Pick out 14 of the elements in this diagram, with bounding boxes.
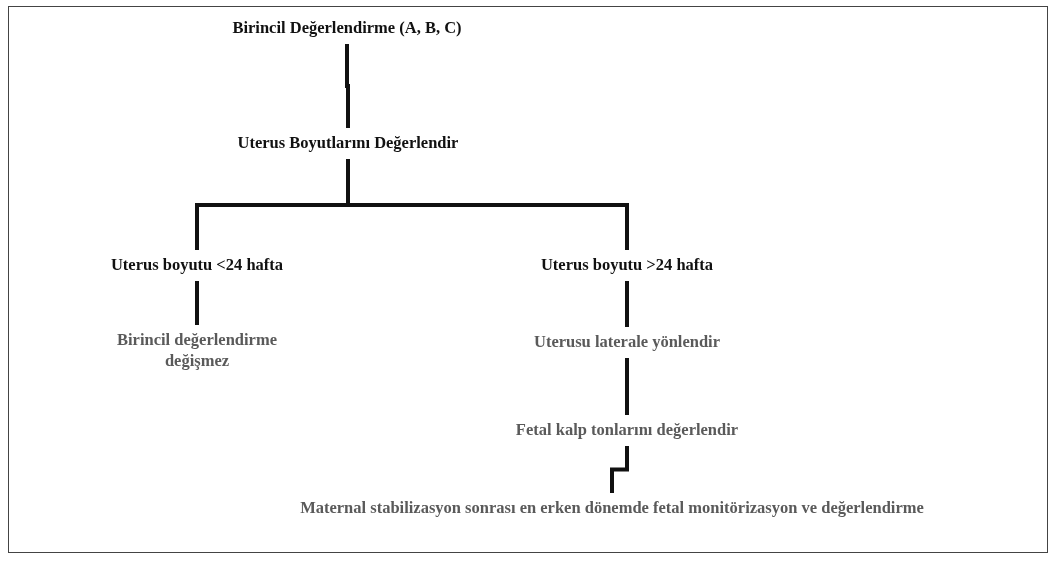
node-label: Birincil Değerlendirme (A, B, C) (231, 18, 463, 39)
node-label: Fetal kalp tonlarını değerlendir (514, 420, 740, 441)
connector-line (346, 159, 629, 250)
connector-line (625, 358, 629, 415)
node-label: Uterusu laterale yönlendir (532, 332, 722, 353)
connector-line (610, 446, 629, 493)
node-label: Uterus boyutu >24 hafta (539, 255, 715, 276)
node-label: Maternal stabilizasyon sonrası en erken dönemde fetal monitörizasyon ve değerlendirme (299, 498, 925, 519)
node-label: Uterus boyutu <24 hafta (109, 255, 285, 276)
connector-line (345, 44, 350, 128)
node-label: Birincil değerlendirme değişmez (116, 330, 278, 372)
connector-line (195, 281, 199, 325)
connector-line (625, 281, 629, 327)
node-label: Uterus Boyutlarını Değerlendir (236, 133, 460, 154)
